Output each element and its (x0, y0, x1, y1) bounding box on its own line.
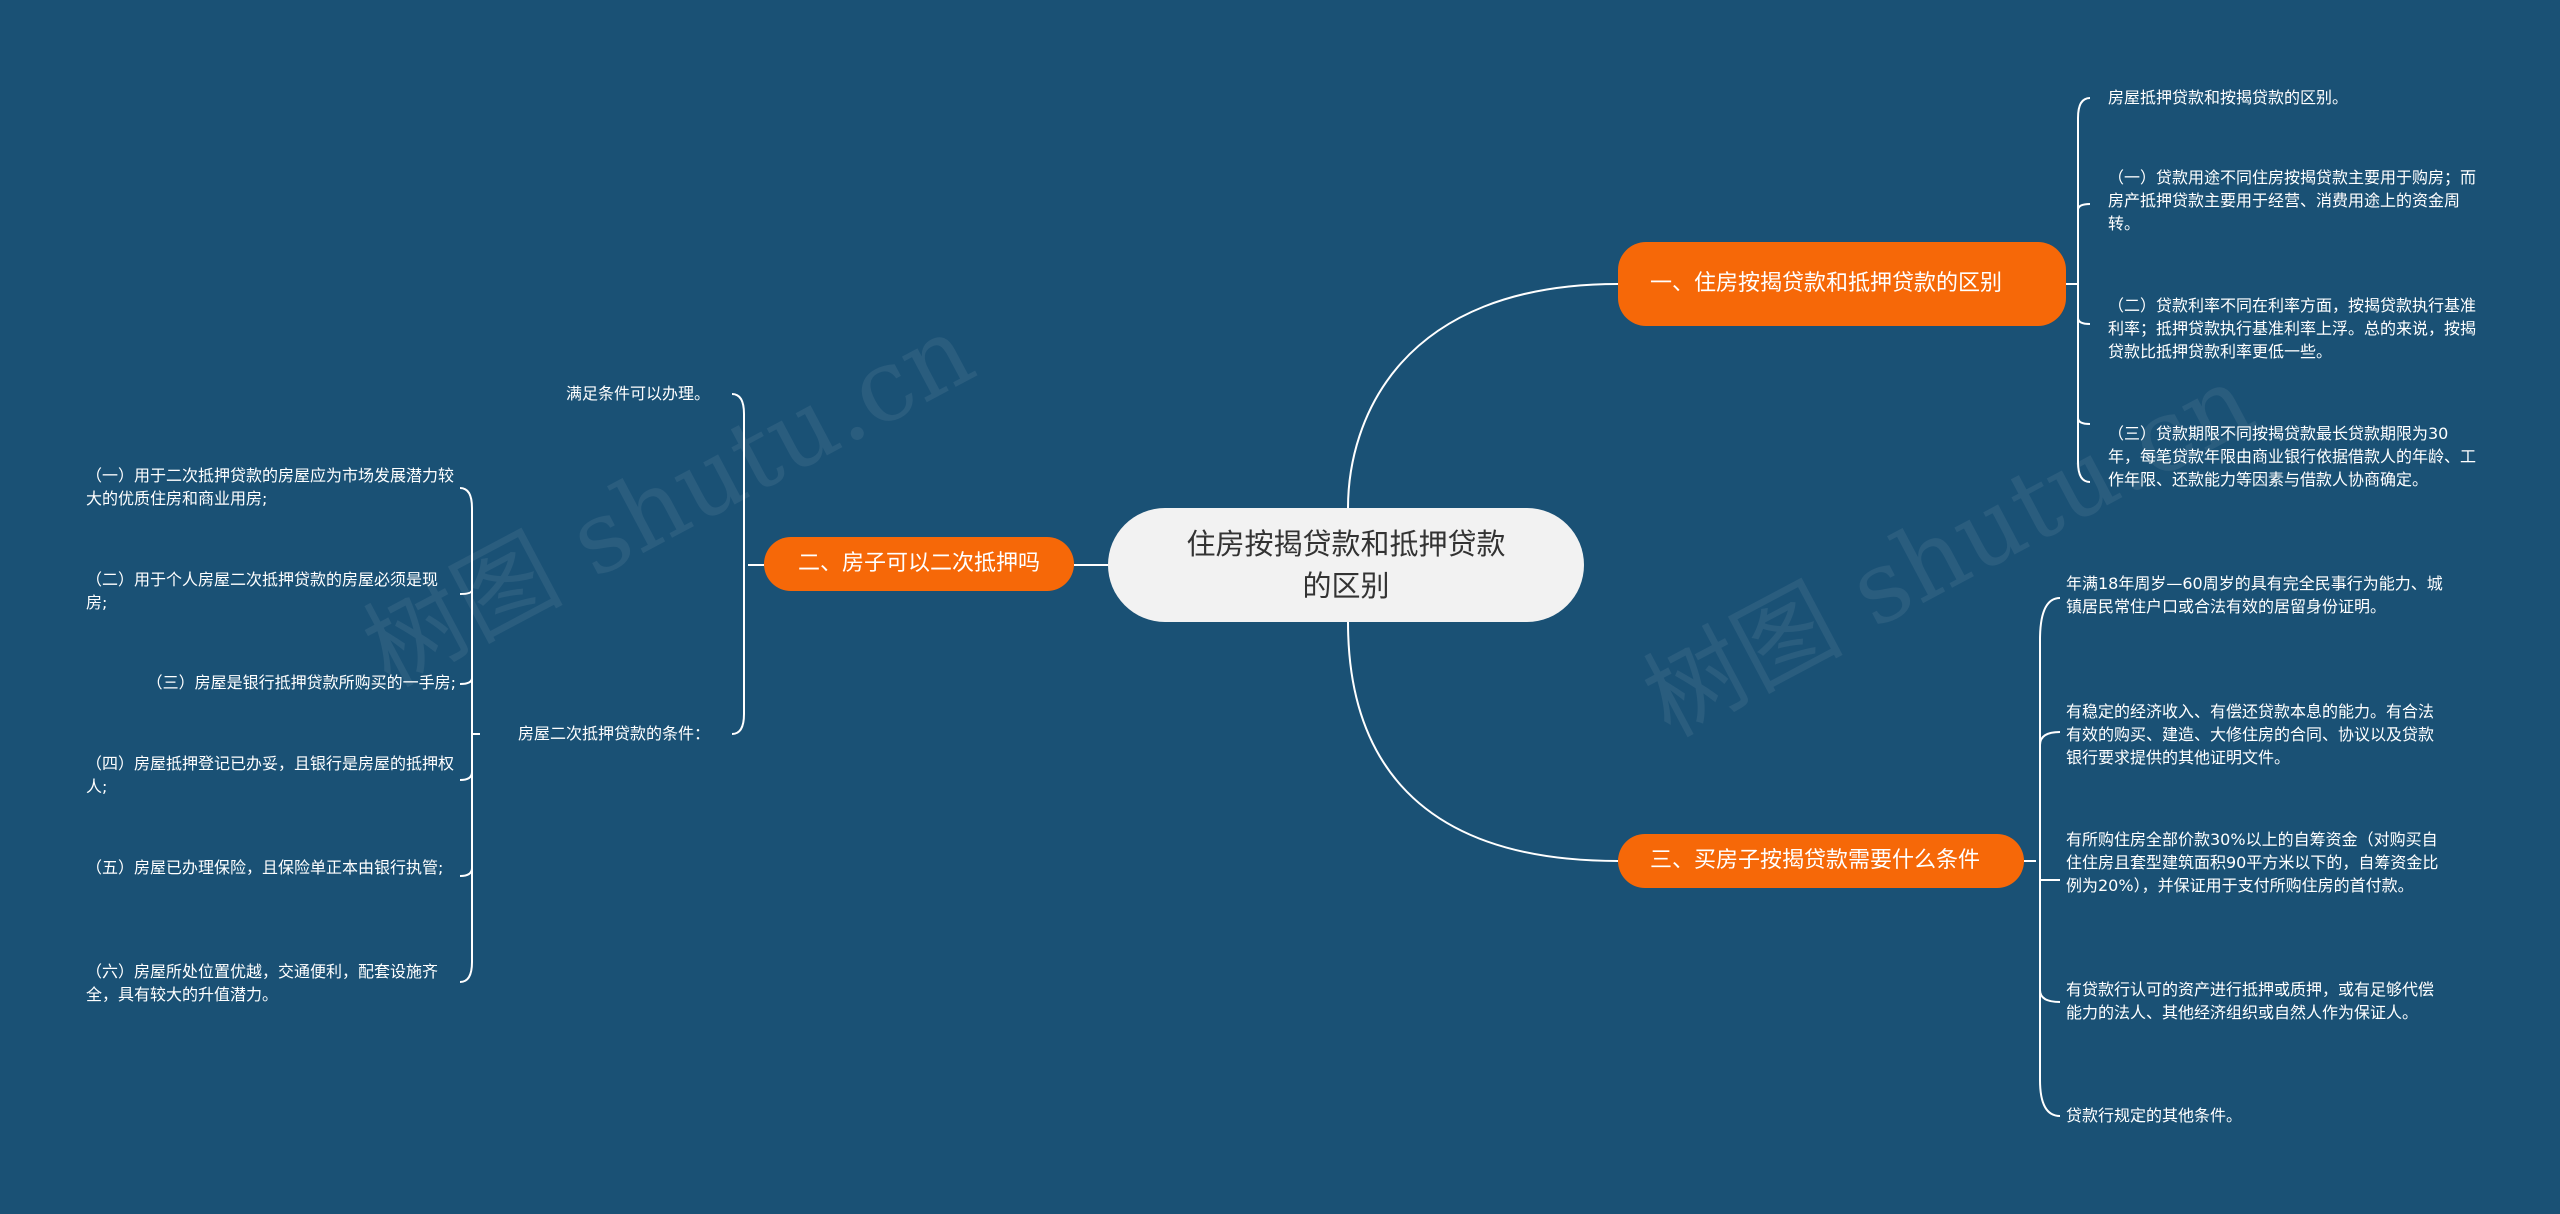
leaf-text: 房屋二次抵押贷款的条件： (517, 724, 710, 743)
branch3-leaf-4[interactable]: 有贷款行认可的资产进行抵押或质押，或有足够代偿能力的法人、其他经济组织或自然人作… (2066, 978, 2446, 1024)
leaf-text: （一）用于二次抵押贷款的房屋应为市场发展潜力较大的优质住房和商业用房; (86, 466, 455, 508)
condition-2[interactable]: （二）用于个人房屋二次抵押贷款的房屋必须是现房; (86, 568, 456, 614)
branch-3[interactable]: 三、买房子按揭贷款需要什么条件 (1618, 834, 2024, 888)
bracket-branch1 (2066, 97, 2091, 483)
leaf-text: 有稳定的经济收入、有偿还贷款本息的能力。有合法有效的购买、建造、大修住房的合同、… (2066, 702, 2435, 767)
link-root-branch1 (1347, 283, 1619, 509)
leaf-text: （三）房屋是银行抵押贷款所购买的一手房; (146, 673, 456, 692)
root-topic[interactable]: 住房按揭贷款和抵押贷款 的区别 (1108, 508, 1584, 622)
leaf-text: （一）贷款用途不同住房按揭贷款主要用于购房；而房产抵押贷款主要用于经营、消费用途… (2108, 168, 2477, 233)
branch1-leaf-2[interactable]: （一）贷款用途不同住房按揭贷款主要用于购房；而房产抵押贷款主要用于经营、消费用途… (2108, 166, 2480, 235)
leaf-text: 有所购住房全部价款30%以上的自筹资金（对购买自住住房且套型建筑面积90平方米以… (2066, 830, 2439, 895)
condition-3[interactable]: （三）房屋是银行抵押贷款所购买的一手房; (86, 671, 456, 694)
branch-2-label: 二、房子可以二次抵押吗 (797, 551, 1040, 576)
branch-1-label: 一、住房按揭贷款和抵押贷款的区别 (1650, 271, 2003, 296)
branch3-leaf-5[interactable]: 贷款行规定的其他条件。 (2066, 1104, 2446, 1127)
leaf-text: （五）房屋已办理保险，且保险单正本由银行执管; (86, 858, 444, 877)
bracket-conditions (459, 487, 480, 983)
leaf-text: 有贷款行认可的资产进行抵押或质押，或有足够代偿能力的法人、其他经济组织或自然人作… (2066, 980, 2435, 1022)
branch1-leaf-1[interactable]: 房屋抵押贷款和按揭贷款的区别。 (2108, 86, 2488, 109)
branch2-child-1[interactable]: 满足条件可以办理。 (420, 382, 710, 405)
condition-5[interactable]: （五）房屋已办理保险，且保险单正本由银行执管; (86, 856, 456, 879)
branch2-child-2[interactable]: 房屋二次抵押贷款的条件： (420, 722, 710, 745)
condition-1[interactable]: （一）用于二次抵押贷款的房屋应为市场发展潜力较大的优质住房和商业用房; (86, 464, 456, 510)
leaf-text: （六）房屋所处位置优越，交通便利，配套设施齐全，具有较大的升值潜力。 (86, 962, 439, 1004)
branch3-leaf-2[interactable]: 有稳定的经济收入、有偿还贷款本息的能力。有合法有效的购买、建造、大修住房的合同、… (2066, 700, 2446, 769)
bracket-branch2 (731, 393, 764, 735)
condition-4[interactable]: （四）房屋抵押登记已办妥，且银行是房屋的抵押权人; (86, 752, 456, 798)
branch-2[interactable]: 二、房子可以二次抵押吗 (764, 537, 1074, 591)
leaf-text: 房屋抵押贷款和按揭贷款的区别。 (2108, 88, 2349, 107)
branch1-leaf-4[interactable]: （三）贷款期限不同按揭贷款最长贷款期限为30年，每笔贷款年限由商业银行依据借款人… (2108, 422, 2480, 491)
link-root-branch3 (1347, 621, 1619, 862)
leaf-text: （四）房屋抵押登记已办妥，且银行是房屋的抵押权人; (86, 754, 455, 796)
branch1-leaf-3[interactable]: （二）贷款利率不同在利率方面，按揭贷款执行基准利率；抵押贷款执行基准利率上浮。总… (2108, 294, 2480, 363)
leaf-text: （三）贷款期限不同按揭贷款最长贷款期限为30年，每笔贷款年限由商业银行依据借款人… (2108, 424, 2477, 489)
branch3-leaf-3[interactable]: 有所购住房全部价款30%以上的自筹资金（对购买自住住房且套型建筑面积90平方米以… (2066, 828, 2446, 897)
root-title-line1: 住房按揭贷款和抵押贷款 (1186, 527, 1506, 561)
branch3-leaf-1[interactable]: 年满18年周岁—60周岁的具有完全民事行为能力、城镇居民常住户口或合法有效的居留… (2066, 572, 2446, 618)
leaf-text: 满足条件可以办理。 (565, 384, 710, 403)
condition-6[interactable]: （六）房屋所处位置优越，交通便利，配套设施齐全，具有较大的升值潜力。 (86, 960, 456, 1006)
bracket-branch3 (2024, 597, 2061, 1117)
branch-3-label: 三、买房子按揭贷款需要什么条件 (1650, 848, 1981, 873)
root-title-line2: 的区别 (1302, 569, 1390, 603)
leaf-text: （二）用于个人房屋二次抵押贷款的房屋必须是现房; (86, 570, 439, 612)
leaf-text: 年满18年周岁—60周岁的具有完全民事行为能力、城镇居民常住户口或合法有效的居留… (2066, 574, 2443, 616)
branch-1[interactable]: 一、住房按揭贷款和抵押贷款的区别 (1618, 242, 2066, 326)
leaf-text: （二）贷款利率不同在利率方面，按揭贷款执行基准利率；抵押贷款执行基准利率上浮。总… (2108, 296, 2477, 361)
leaf-text: 贷款行规定的其他条件。 (2066, 1106, 2243, 1125)
